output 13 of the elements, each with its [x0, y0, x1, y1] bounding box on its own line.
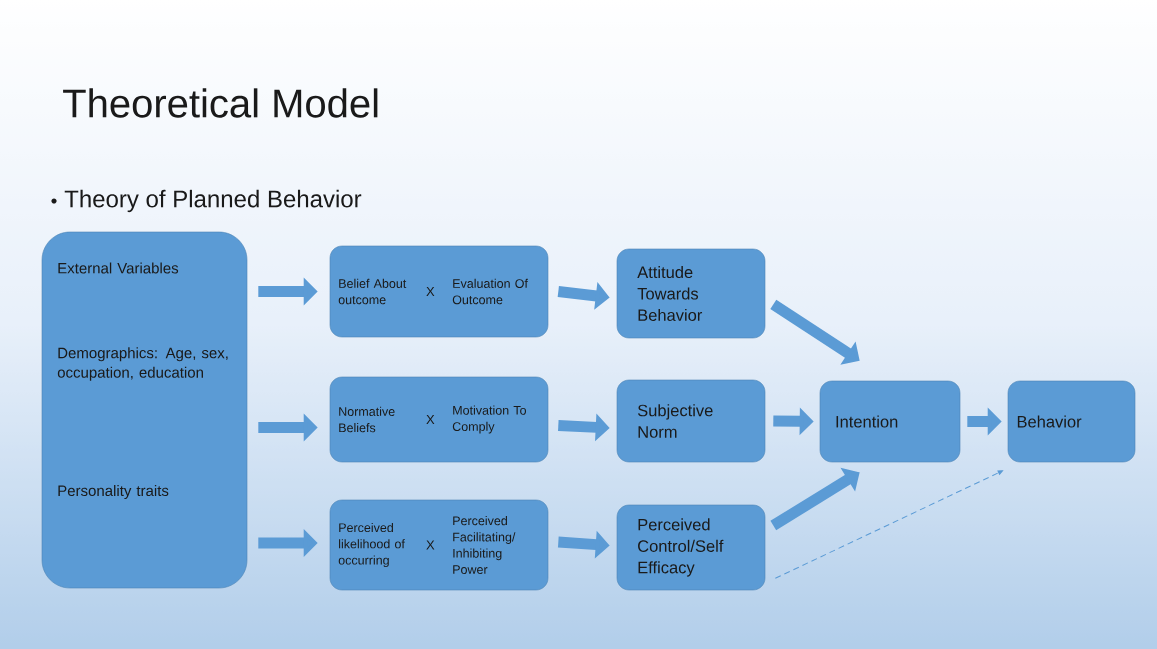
bullet-text: Theory of Planned Behavior — [64, 189, 362, 213]
process-box: Intention — [819, 380, 961, 463]
process-box: Subjective Norm — [616, 379, 766, 463]
process-box: Normative Beliefs X Motivation To Comply — [329, 376, 549, 463]
variables-box: External Variables Demographics: Age, sex, occupation, education Personality traits — [41, 231, 248, 589]
process-box: Behavior — [1007, 380, 1136, 463]
dashed-arrow — [774, 470, 1004, 579]
process-box: Attitude Towards Behavior — [616, 248, 766, 339]
block-arrow — [770, 467, 860, 531]
process-box: Perceived Control/Self Efficacy — [616, 504, 766, 591]
process-box: Belief About outcome X Evaluation Of Outcome — [329, 245, 549, 338]
title: Theoretical Model — [63, 88, 378, 118]
process-box: Perceived likelihood of occurring X Perceived Facilitating/ Inhibiting Power — [329, 499, 549, 591]
